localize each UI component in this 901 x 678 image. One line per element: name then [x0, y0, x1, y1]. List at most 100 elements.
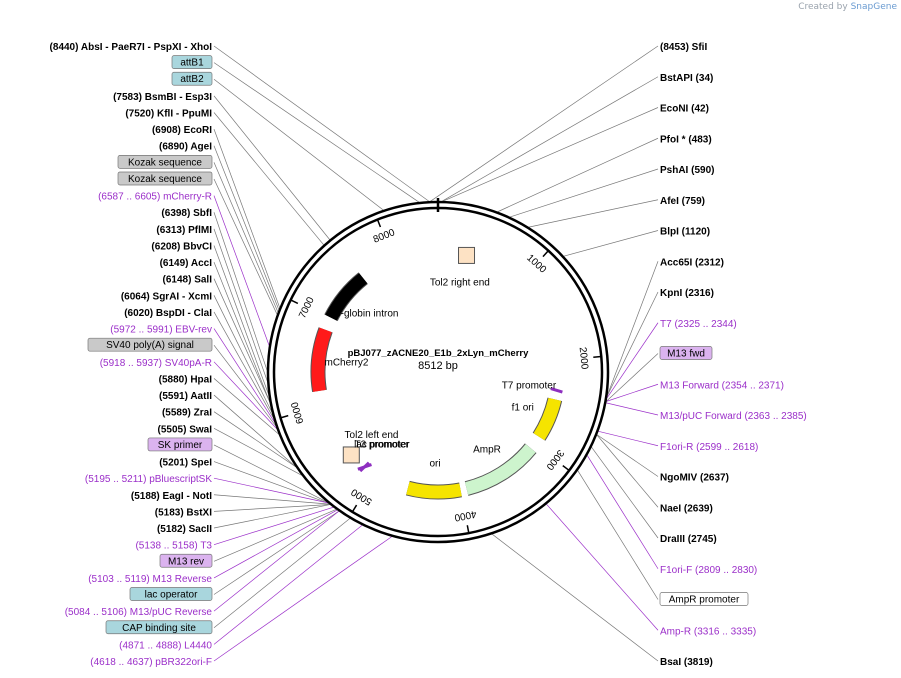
- primer-label: (5972 .. 5991) EBV-rev: [110, 325, 212, 336]
- feature-tag-label: M13 fwd: [667, 349, 705, 360]
- site-label: NgoMIV (2637): [660, 473, 729, 484]
- label-leader: [213, 504, 330, 512]
- feature-tag: [171, 55, 213, 69]
- label-leader: [213, 162, 279, 313]
- site-label: (6020) BspDI - ClaI: [124, 308, 212, 319]
- label-leader: [213, 509, 337, 562]
- feature-tag: [105, 620, 213, 635]
- primer-label: (6587 .. 6605) mCherry-R: [98, 192, 212, 203]
- label-leader: [591, 447, 659, 539]
- label-leader: [213, 228, 268, 382]
- site-label: (5188) EagI - NotI: [131, 491, 212, 502]
- plasmid-ring: [266, 198, 610, 544]
- feature-tag: [171, 71, 213, 86]
- label-leader: [596, 434, 659, 508]
- ring-tick: [290, 299, 299, 305]
- primer-label: (5195 .. 5211) pBluescriptSK: [85, 474, 212, 485]
- feature-tag: [129, 587, 213, 601]
- primer-label: (5918 .. 5937) SV40pA-R: [100, 358, 212, 369]
- site-label: PfoI * (483): [660, 134, 712, 145]
- ring-tick: [562, 465, 570, 472]
- primer-label: (5103 .. 5119) M13 Reverse: [88, 574, 212, 585]
- label-leader: [528, 199, 659, 228]
- label-leader: [213, 62, 420, 203]
- site-label: (5505) SwaI: [158, 424, 213, 435]
- feature-tag-label: lac operator: [145, 590, 198, 601]
- label-leader: [491, 533, 659, 662]
- site-label: BlpI (1120): [660, 227, 710, 238]
- feature-tag-label: Kozak sequence: [128, 157, 202, 168]
- primer-label: (5084 .. 5106) M13/pUC Reverse: [65, 607, 213, 618]
- site-labels: (8440) AbsI - PaeR7I - PspXI - XhoIattB1…: [50, 42, 807, 668]
- label-leader: [213, 509, 338, 579]
- ring-tick: [376, 219, 382, 228]
- feature-mark: [359, 461, 370, 473]
- label-leader: [586, 455, 659, 569]
- primer-label: Amp-R (3316 .. 3335): [660, 626, 756, 637]
- ring-tick-label: 5000: [349, 486, 374, 507]
- site-label: BstAPI (34): [660, 73, 713, 84]
- label-leader: [598, 430, 659, 447]
- plasmid-size: 8512 bp: [418, 360, 458, 372]
- feature-box: [342, 446, 360, 464]
- ring-tick: [593, 355, 602, 359]
- feature-tag-label: AmpR promoter: [669, 595, 740, 606]
- site-label: (6908) EcoRI: [152, 125, 212, 136]
- feature-tag-label: SK primer: [158, 440, 203, 451]
- snapgene-brand: SnapGene: [850, 2, 897, 12]
- feature-label: AmpR: [473, 445, 501, 456]
- site-label: AfeI (759): [660, 196, 705, 207]
- label-leader: [213, 427, 302, 476]
- label-leader: [213, 461, 329, 504]
- label-leader: [213, 494, 330, 505]
- label-leader: [213, 178, 278, 315]
- ring-tick-label: 1000: [524, 253, 548, 276]
- feature-mark: [550, 387, 563, 394]
- label-leader: [213, 245, 269, 395]
- feature-tag: [659, 346, 713, 360]
- label-leader: [577, 470, 659, 600]
- feature-label: T3 promoter: [354, 439, 409, 450]
- snapgene-credit: Created by SnapGene: [798, 2, 897, 12]
- ring-tick: [542, 250, 549, 258]
- label-leader: [213, 394, 296, 467]
- site-label: EcoNI (42): [660, 104, 709, 115]
- primer-label: M13 Forward (2354 .. 2371): [660, 380, 784, 391]
- feature-label: β-globin intron: [335, 309, 399, 320]
- site-label: (5880) HpaI: [159, 374, 213, 385]
- label-leader: [213, 536, 392, 662]
- site-label: (6398) SbfI: [161, 208, 212, 219]
- label-leader: [607, 261, 659, 396]
- site-label: (5589) ZraI: [162, 408, 212, 419]
- feature-tag: [659, 592, 749, 606]
- feature-label: mCherry2: [325, 357, 369, 368]
- label-leader: [607, 291, 659, 396]
- label-leader: [213, 328, 275, 423]
- label-leader: [213, 510, 339, 595]
- site-label: PshAI (590): [660, 165, 714, 176]
- ring-tick: [280, 414, 289, 419]
- label-leader: [213, 278, 270, 402]
- label-leader: [497, 137, 659, 213]
- site-label: (6064) SgrAI - XcmI: [121, 291, 212, 302]
- label-leader: [510, 168, 659, 218]
- label-leader: [606, 353, 659, 402]
- primer-label: F1ori-F (2809 .. 2830): [660, 565, 757, 576]
- label-leader: [213, 477, 329, 504]
- site-label: (6208) BbvCI: [151, 241, 212, 252]
- label-leader: [213, 78, 384, 211]
- ring-tick-label: 2000: [577, 347, 590, 371]
- feature-body: [406, 481, 462, 499]
- feature-tag: [147, 437, 213, 452]
- label-leader: [213, 344, 276, 427]
- label-leader: [606, 402, 659, 416]
- label-leader: [213, 112, 324, 246]
- feature-label: lac promoter: [354, 440, 410, 451]
- feature-arrows: [310, 246, 563, 500]
- label-leader: [606, 383, 659, 402]
- site-label: (6148) SalI: [163, 275, 213, 286]
- site-label: BsaI (3819): [660, 657, 713, 668]
- label-leader: [213, 524, 363, 645]
- feature-label: T7 promoter: [502, 381, 557, 392]
